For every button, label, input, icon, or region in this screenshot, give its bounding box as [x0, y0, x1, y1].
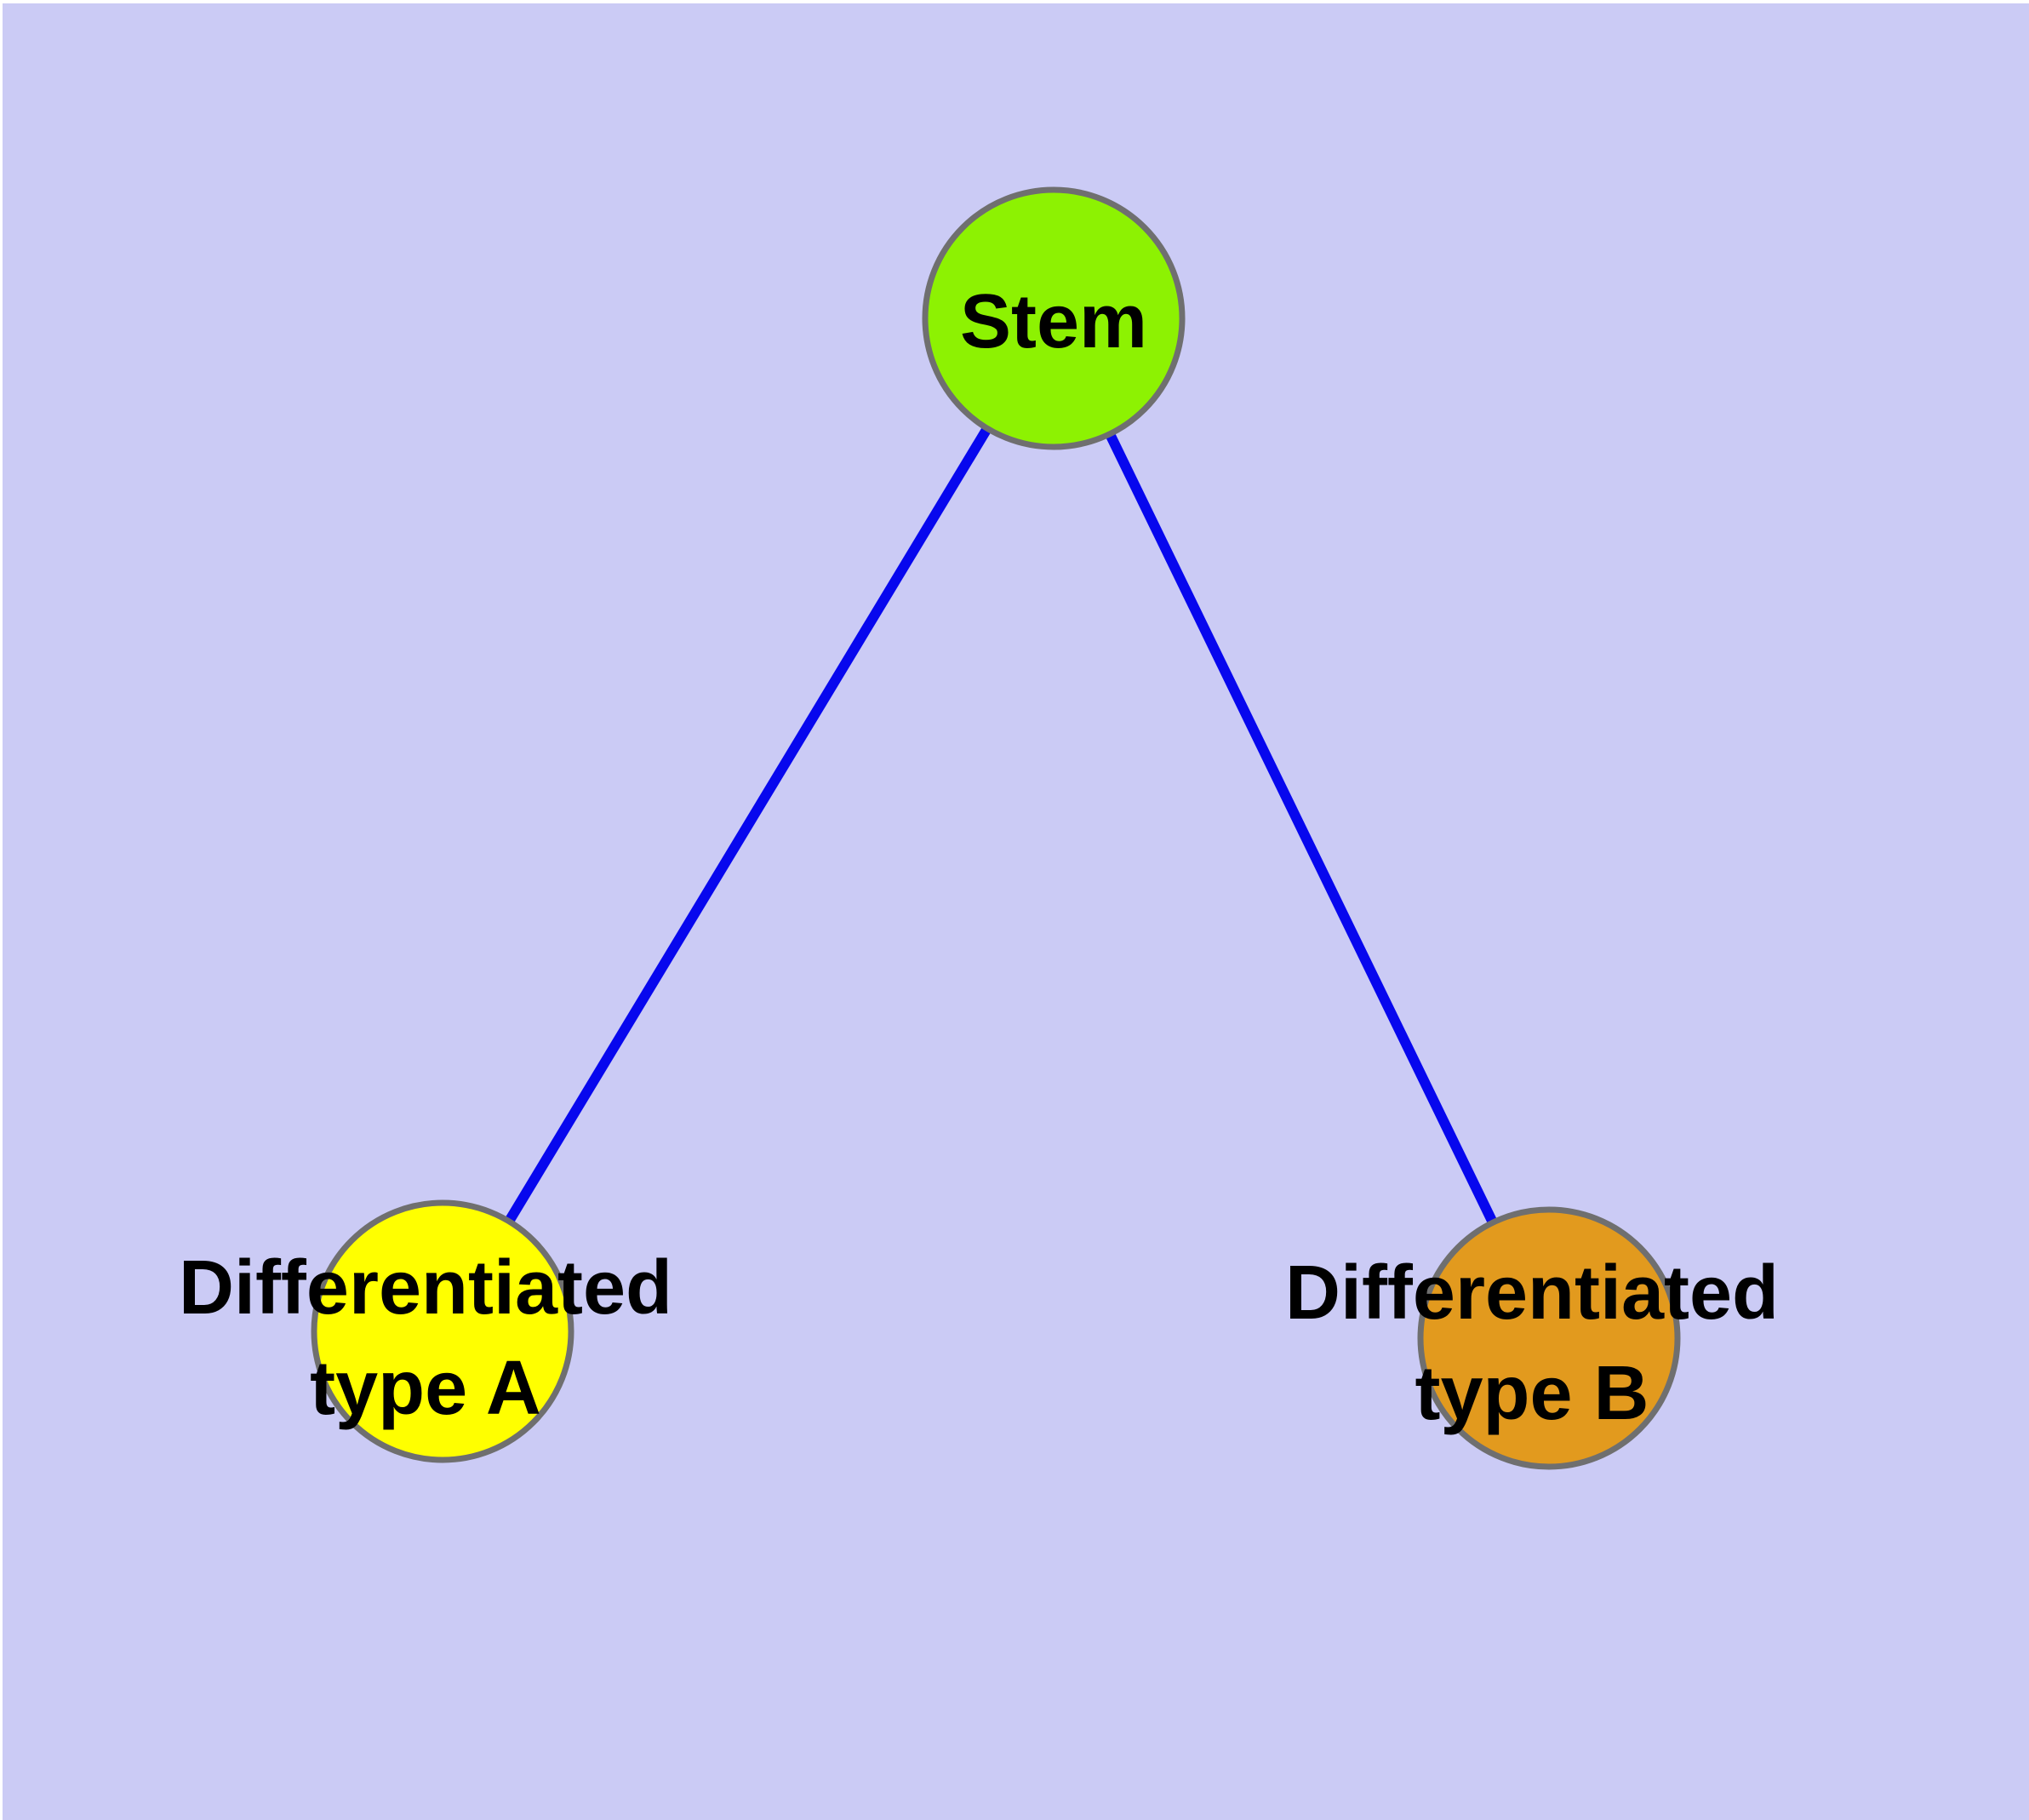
node-differentiated-type-b-label-line2: type B — [1415, 1351, 1649, 1436]
node-differentiated-type-a[interactable] — [311, 1199, 574, 1463]
node-differentiated-type-a-label-line2: type A — [310, 1346, 541, 1431]
edge-stem-to-differentiated-type-a — [437, 315, 1059, 1335]
node-stem-label: Stem — [960, 279, 1147, 364]
node-differentiated-type-a-label-line1: Differentiated — [179, 1245, 672, 1331]
node-differentiated-type-b[interactable] — [1417, 1206, 1681, 1470]
node-differentiated-type-b-label-line1: Differentiated — [1285, 1251, 1779, 1336]
node-stem[interactable] — [922, 186, 1186, 450]
edge-stem-to-differentiated-type-b — [1049, 316, 1554, 1341]
